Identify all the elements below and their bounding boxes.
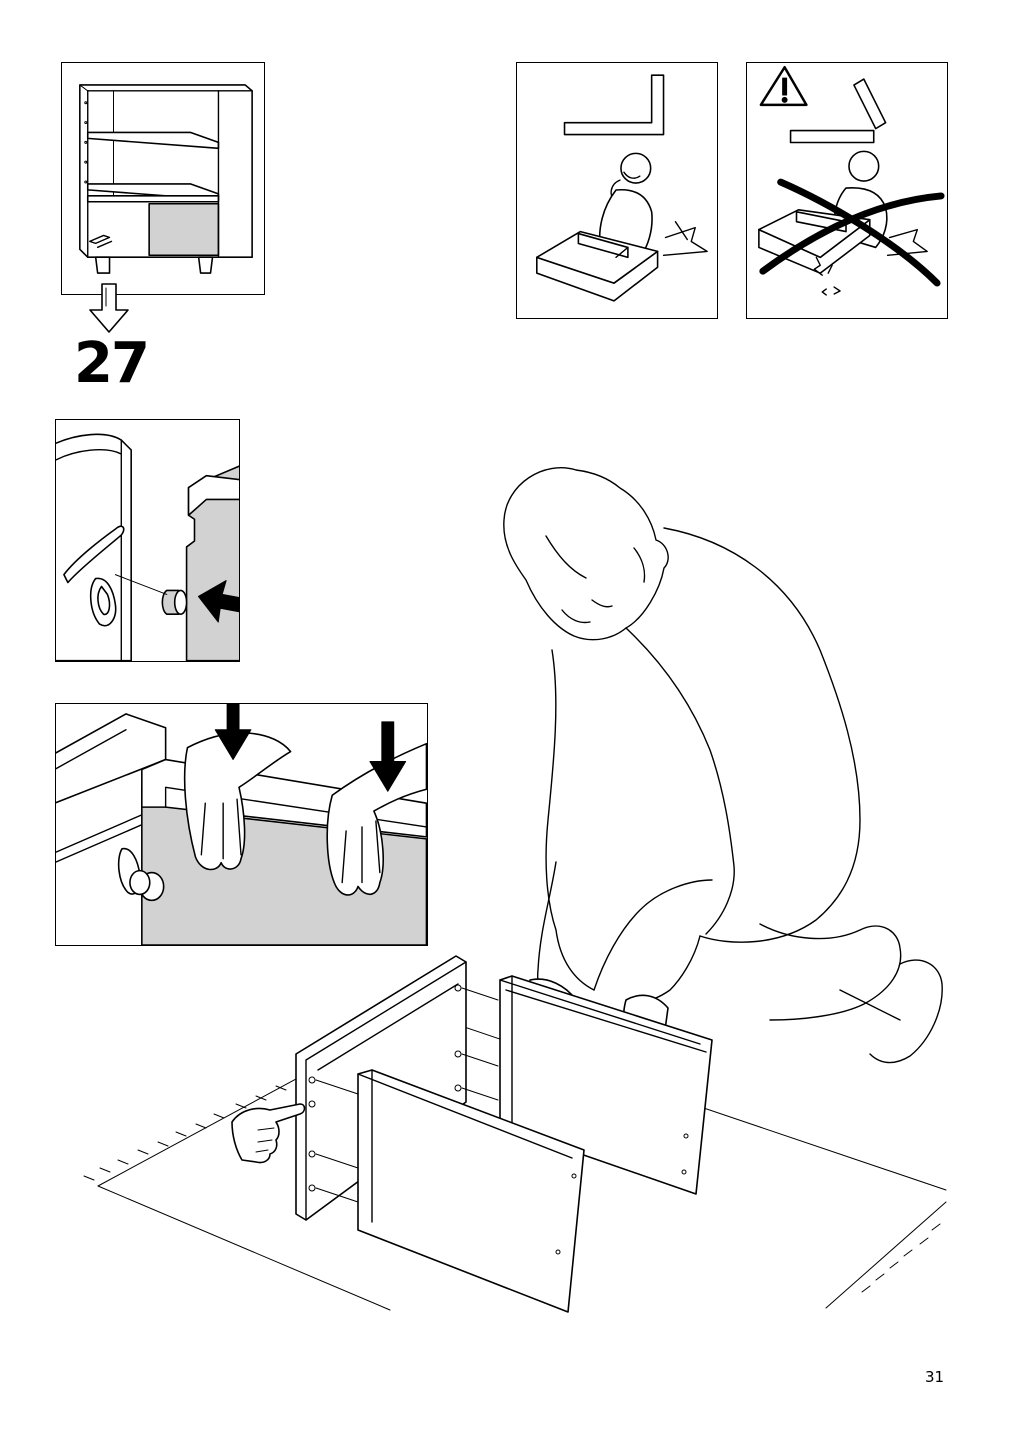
press-down-arrow-icon (214, 704, 252, 761)
push-arrow-icon (197, 580, 239, 623)
pointing-hand-icon (231, 1103, 306, 1164)
dowel-detail-illustration (56, 433, 239, 661)
down-arrow-icon (89, 283, 129, 333)
dowel-detail-panel (55, 419, 240, 662)
page-number: 31 (925, 1368, 945, 1386)
main-assembly-illustration (83, 467, 947, 1313)
shelf-unit-overview-icon (79, 84, 253, 274)
do-not-assemble-without-protection-icon (758, 65, 945, 296)
overview-panel (61, 62, 265, 295)
correct-assembly-panel (516, 62, 718, 319)
warning-triangle-icon (759, 65, 808, 107)
press-down-arrow-icon (369, 721, 407, 792)
cross-out-icon (759, 178, 945, 287)
incorrect-assembly-panel (746, 62, 948, 319)
press-down-detail-illustration (56, 704, 427, 945)
press-down-detail-panel (55, 703, 428, 946)
assemble-on-floor-icon (536, 74, 708, 302)
step-number: 27 (74, 331, 150, 396)
